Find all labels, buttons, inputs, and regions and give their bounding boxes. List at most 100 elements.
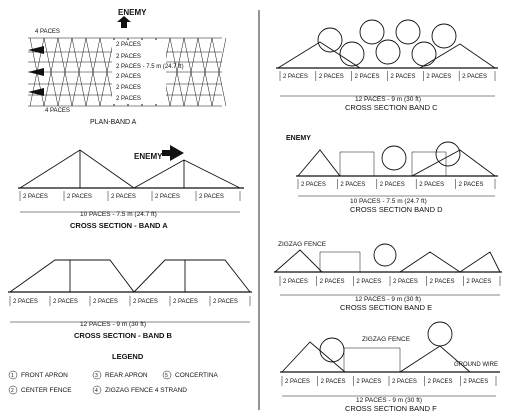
- pace-cell-label: 2 PACES: [319, 74, 344, 80]
- legend-num: 1: [11, 373, 14, 379]
- plan-row-label: 2 PACES: [116, 96, 141, 102]
- band-c-total: 12 PACES - 9 m (30 ft): [355, 96, 421, 103]
- band-d-enemy-label: ENEMY: [286, 135, 311, 142]
- pace-cell-label: 2 PACES: [53, 299, 78, 305]
- pace-cell-label: 2 PACES: [213, 299, 238, 305]
- legend: LEGEND 1 FRONT APRON 2 CENTER FENCE 3 RE…: [8, 352, 219, 395]
- legend-title: LEGEND: [112, 352, 144, 361]
- legend-item-front-apron: FRONT APRON: [21, 372, 68, 379]
- pace-cell-label: 2 PACES: [356, 279, 381, 285]
- plan-four-paces-top: 4 PACES: [35, 29, 60, 35]
- pace-cell-label: 2 PACES: [392, 379, 417, 385]
- band-d-fence-profile: [297, 149, 496, 177]
- legend-num: 2: [11, 388, 14, 394]
- band-d-concertina: [381, 145, 407, 171]
- plan-picket-arrow: [28, 68, 44, 76]
- band-c-concertina: [431, 23, 457, 49]
- plan-diagonal: [183, 37, 199, 107]
- band-a-caption: CROSS SECTION - BAND A: [70, 221, 168, 230]
- pace-cell-label: 2 PACES: [155, 194, 180, 200]
- enemy-arrow-right-icon: [170, 145, 184, 161]
- pace-cell-label: 2 PACES: [23, 194, 48, 200]
- band-e-center-fence: [319, 251, 361, 273]
- band-f-concertina: [427, 321, 453, 347]
- legend-marker: [162, 370, 172, 380]
- band-f-concertina: [319, 337, 345, 363]
- legend-num: 5: [165, 373, 168, 379]
- band-c-concertina: [411, 41, 437, 67]
- legend-marker: [92, 385, 102, 395]
- plan-diagonal: [43, 37, 59, 107]
- pace-cell-label: 2 PACES: [355, 74, 380, 80]
- pace-cell-label: 2 PACES: [283, 279, 308, 285]
- pace-cell-label: 2 PACES: [426, 74, 451, 80]
- pace-cell-label: 2 PACES: [380, 182, 405, 188]
- band-c-concertina: [317, 27, 343, 53]
- pace-cell-label: 2 PACES: [320, 279, 345, 285]
- enemy-arrow-stem: [121, 22, 127, 28]
- plan-enemy-label: ENEMY: [118, 8, 147, 17]
- band-f-caption: CROSS SECTION BAND F: [345, 404, 437, 413]
- pace-cell-label: 2 PACES: [67, 194, 92, 200]
- pace-cell-label: 2 PACES: [111, 194, 136, 200]
- pace-cell-label: 2 PACES: [93, 299, 118, 305]
- enemy-arrow-stem: [162, 150, 170, 156]
- pace-cell-label: 2 PACES: [430, 279, 455, 285]
- pace-cell-label: 2 PACES: [463, 379, 488, 385]
- legend-marker: [8, 385, 18, 395]
- band-c-concertina: [359, 19, 385, 45]
- band-e-concertina: [373, 243, 397, 267]
- band-a-enemy-label: ENEMY: [134, 152, 163, 161]
- band-e-fence-profile: [274, 249, 501, 273]
- pace-cell-label: 2 PACES: [321, 379, 346, 385]
- pace-cell-label: 2 PACES: [466, 279, 491, 285]
- plan-picket-arrow: [28, 46, 44, 54]
- band-a-fence-profile: [19, 149, 241, 189]
- plan-row-label: 2 PACES: [116, 42, 141, 48]
- band-f-zigzag-label: ZIGZAG FENCE: [362, 336, 411, 343]
- plan-diagonal: [71, 37, 87, 107]
- plan-four-paces-bottom: 4 PACES: [45, 108, 70, 114]
- band-e-total: 12 PACES - 9 m (30 ft): [355, 296, 421, 303]
- band-f-center-fence: [343, 347, 401, 373]
- pace-cell-label: 2 PACES: [199, 194, 224, 200]
- band-c-caption: CROSS SECTION BAND C: [345, 103, 438, 112]
- plan-label-box: [112, 40, 166, 104]
- band-b-fence-profile: [9, 259, 251, 293]
- pace-cell-label: 2 PACES: [283, 74, 308, 80]
- plan-dimension: 2 PACES - 7.5 m (24.7 ft): [116, 64, 184, 70]
- plan-band-a: ENEMY 4 PACES 4 PACES 2 PACES 2 PACES 2 …: [28, 8, 227, 126]
- band-d-total: 10 PACES - 7.5 m (24.7 ft): [350, 198, 427, 205]
- band-c-concertina: [395, 19, 421, 45]
- legend-num: 4: [95, 388, 98, 394]
- band-a-total: 10 PACES - 7.5 m (24.7 ft): [80, 211, 157, 218]
- legend-item-center-fence: CENTER FENCE: [21, 387, 72, 394]
- band-d-caption: CROSS SECTION BAND D: [350, 205, 443, 214]
- band-d-center-fence: [339, 151, 375, 177]
- legend-marker: [8, 370, 18, 380]
- plan-diagonal: [169, 37, 185, 107]
- legend-item-concertina: CONCERTINA: [175, 372, 219, 379]
- pace-cell-label: 2 PACES: [285, 379, 310, 385]
- plan-diagonal: [211, 37, 227, 107]
- band-f-fence-profile: [281, 341, 471, 373]
- pace-cell-label: 2 PACES: [13, 299, 38, 305]
- band-b-total: 12 PACES - 9 m (30 ft): [80, 321, 146, 328]
- plan-diagonal: [85, 37, 101, 107]
- legend-item-rear-apron: REAR APRON: [105, 372, 148, 379]
- pace-cell-label: 2 PACES: [462, 74, 487, 80]
- legend-num: 3: [95, 373, 98, 379]
- band-b-caption: CROSS SECTION - BAND B: [74, 331, 173, 340]
- pace-cell-label: 2 PACES: [459, 182, 484, 188]
- pace-cell-label: 2 PACES: [428, 379, 453, 385]
- cross-section-band-c: 2 PACES 2 PACES 2 PACES 2 PACES 2 PACES 2 PAC…: [276, 19, 498, 112]
- band-e-caption: CROSS SECTION BAND E: [340, 303, 432, 312]
- pace-cell-label: 2 PACES: [391, 74, 416, 80]
- band-f-total: 12 PACES - 9 m (30 ft): [356, 397, 422, 404]
- legend-item-zigzag-fence: ZIGZAG FENCE 4 STRAND: [105, 387, 187, 394]
- band-d-concertina: [435, 141, 461, 167]
- plan-band-a-caption: PLAN-BAND A: [90, 119, 137, 126]
